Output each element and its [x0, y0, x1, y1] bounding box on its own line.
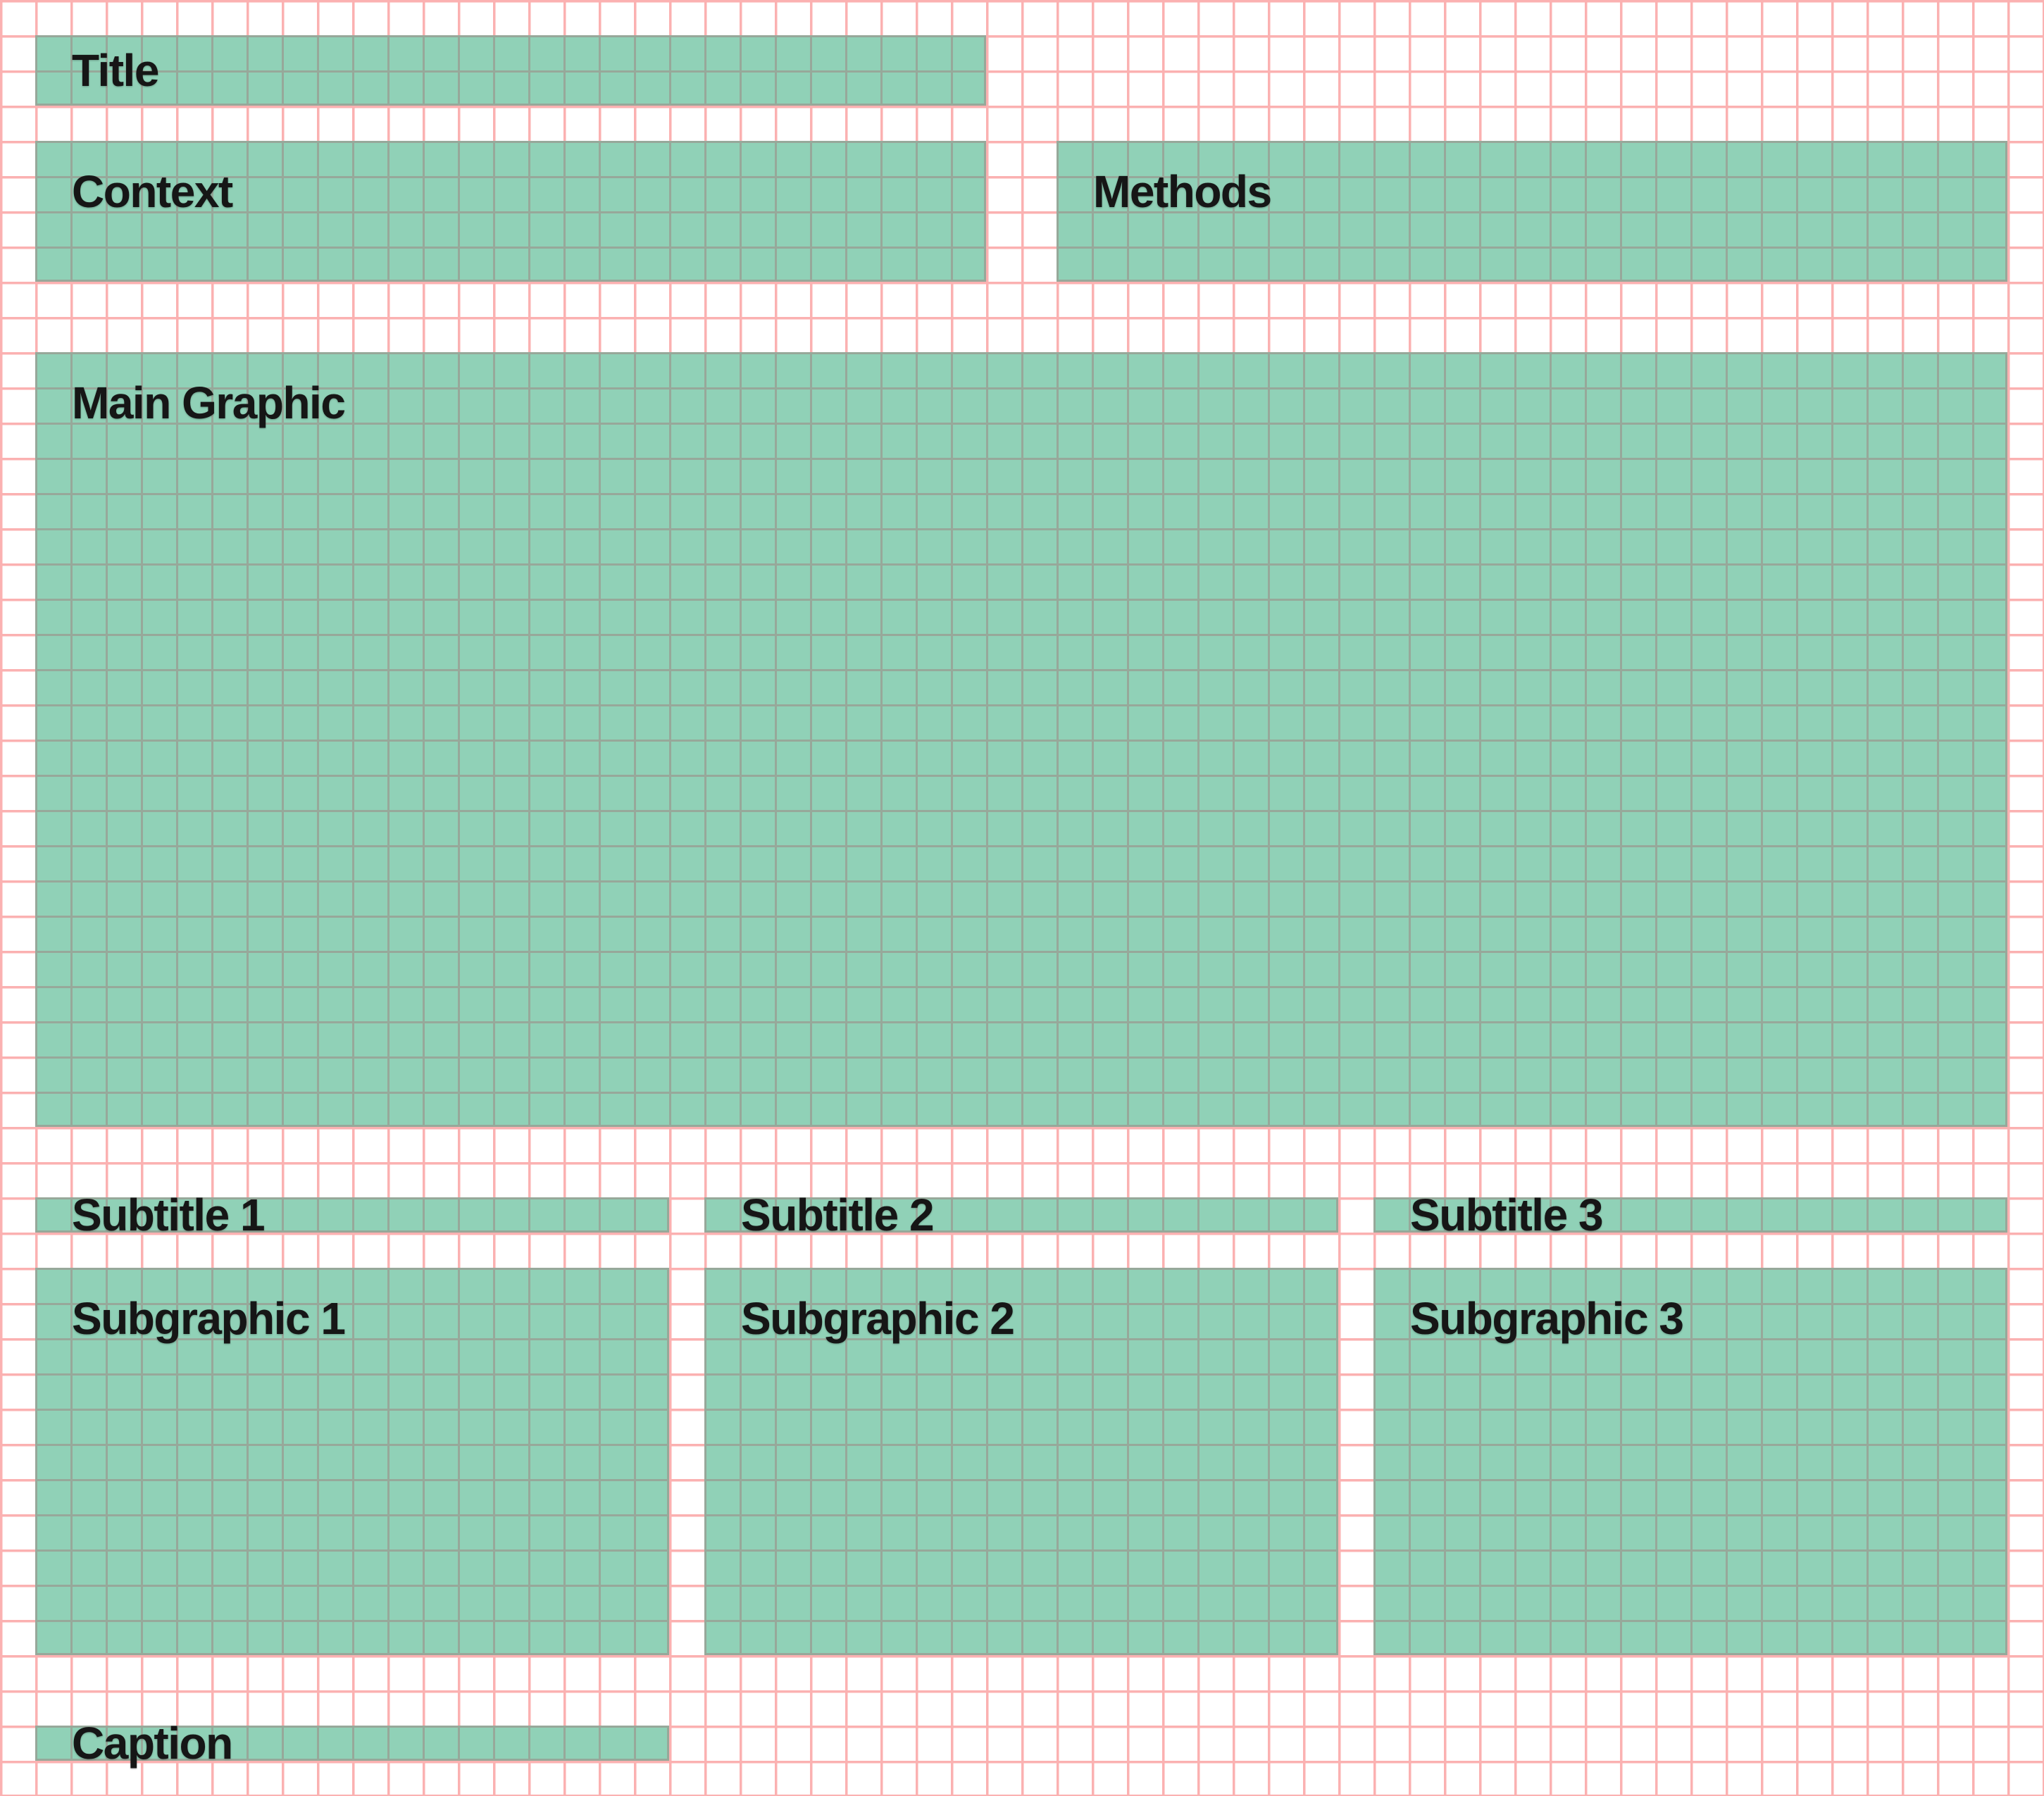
subgraphic-2-block: Subgraphic 2 — [704, 1268, 1338, 1655]
subgraphic-3-block: Subgraphic 3 — [1373, 1268, 2007, 1655]
context-label: Context — [72, 166, 233, 217]
main-graphic-block: Main Graphic — [35, 352, 2007, 1127]
subtitle-1-block: Subtitle 1 — [35, 1192, 669, 1237]
title-label: Title — [72, 45, 159, 96]
methods-label: Methods — [1093, 166, 1272, 217]
context-block: Context — [35, 141, 986, 282]
caption-label: Caption — [72, 1718, 233, 1769]
methods-block: Methods — [1057, 141, 2007, 282]
subtitle-3-block: Subtitle 3 — [1373, 1192, 2007, 1237]
subtitle-2-block: Subtitle 2 — [704, 1192, 1338, 1237]
subtitle-3-label: Subtitle 3 — [1410, 1190, 1604, 1240]
subgraphic-2-label: Subgraphic 2 — [741, 1293, 1015, 1344]
title-block: Title — [35, 35, 986, 106]
main-graphic-label: Main Graphic — [72, 378, 346, 428]
caption-block: Caption — [35, 1721, 669, 1766]
subtitle-1-label: Subtitle 1 — [72, 1190, 266, 1240]
subgraphic-1-label: Subgraphic 1 — [72, 1293, 346, 1344]
subtitle-2-label: Subtitle 2 — [741, 1190, 935, 1240]
subgraphic-3-label: Subgraphic 3 — [1410, 1293, 1684, 1344]
subgraphic-1-block: Subgraphic 1 — [35, 1268, 669, 1655]
